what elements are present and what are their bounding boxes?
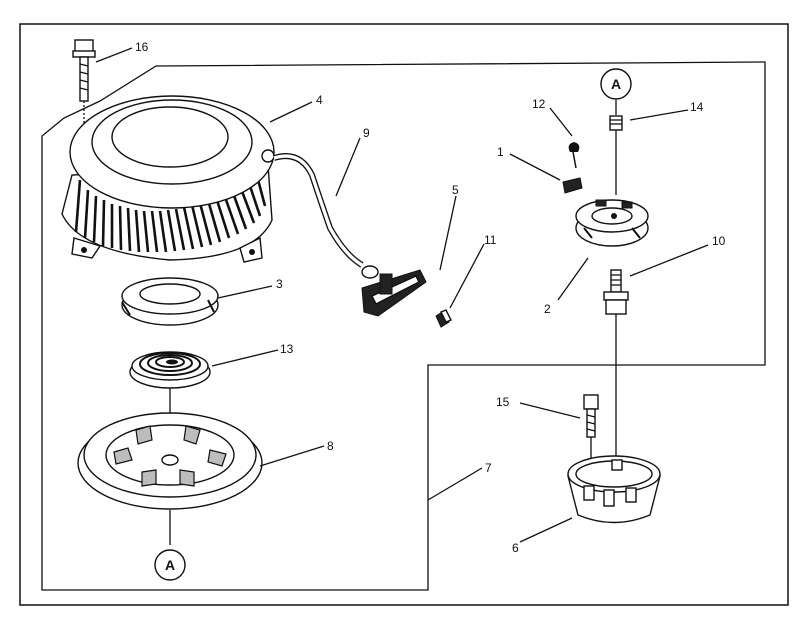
cap-11 xyxy=(435,309,452,328)
connector-top-label: A xyxy=(611,76,621,92)
callout-8: 8 xyxy=(327,439,334,453)
callout-6: 6 xyxy=(512,541,519,555)
bolt-15 xyxy=(583,394,599,470)
callout-13: 13 xyxy=(280,342,294,356)
callout-labels: 16 4 9 5 12 1 14 10 11 2 3 13 8 15 7 6 xyxy=(135,40,726,555)
callout-4: 4 xyxy=(316,93,323,107)
handle-5 xyxy=(361,265,427,317)
callout-2: 2 xyxy=(544,302,551,316)
callout-16: 16 xyxy=(135,40,149,54)
callout-1: 1 xyxy=(497,145,504,159)
drive-cup-6 xyxy=(567,455,661,524)
callout-10: 10 xyxy=(712,234,726,248)
callout-14: 14 xyxy=(690,100,704,114)
callout-3: 3 xyxy=(276,277,283,291)
rope-9 xyxy=(273,153,364,268)
callout-12: 12 xyxy=(532,97,546,111)
base-plate-8 xyxy=(77,412,263,545)
screw-14 xyxy=(609,115,623,195)
outer-frame xyxy=(19,23,789,606)
connector-a-top: A xyxy=(600,68,632,115)
callout-11: 11 xyxy=(484,233,497,247)
connector-a-bottom: A xyxy=(154,549,186,581)
callout-15: 15 xyxy=(496,395,510,409)
callout-5: 5 xyxy=(452,183,459,197)
starter-cover-4 xyxy=(61,95,275,263)
pawl-1 xyxy=(562,177,583,194)
shaft-10 xyxy=(603,269,629,460)
callout-7: 7 xyxy=(485,461,492,475)
connector-bottom-label: A xyxy=(165,557,175,573)
assembly-boundary xyxy=(41,61,766,591)
reel-3 xyxy=(121,277,219,326)
spring-clip-12 xyxy=(568,142,580,169)
callout-9: 9 xyxy=(363,126,370,140)
leader-lines xyxy=(95,47,709,543)
ratchet-2 xyxy=(575,199,649,247)
